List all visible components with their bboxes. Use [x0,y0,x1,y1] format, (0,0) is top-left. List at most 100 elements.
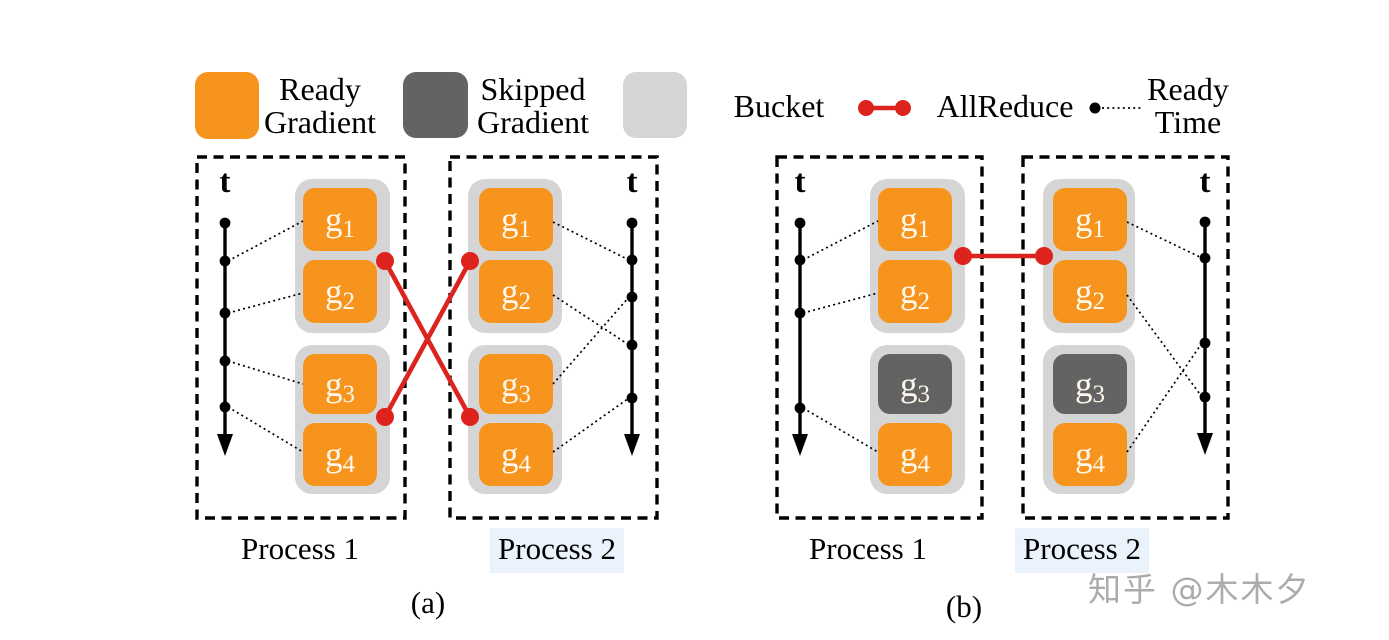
timeline-dot [626,291,638,303]
timeline-dot [219,255,231,267]
gradient-g3-skipped [878,354,952,414]
gradient-label-base: g [501,200,519,239]
process-1-label-panel-b: Process 1 [798,531,938,567]
allreduce-endpoint [376,252,394,270]
ready-time-line-g4 [1126,342,1203,453]
timeline-dot [626,217,638,229]
gradient-g4 [303,423,377,486]
gradient-g3-skipped [1053,354,1127,414]
ready-time-line-g4 [552,397,630,453]
allreduce-endpoint [954,247,972,265]
gradient-label-sub: 1 [342,216,356,243]
process-2-label-panel-b: Process 2 [1012,528,1152,573]
timeline-dot [794,254,806,266]
ready-time-line-g1 [802,220,879,261]
timeline-axis-label: t [794,164,806,200]
timeline-arrowhead [624,434,640,456]
gradient-label-sub: 2 [1092,288,1106,315]
process-label-text: Process 1 [809,531,927,566]
timeline-dot [1199,391,1211,403]
panel-b-process-1 [775,155,984,520]
gradient-label-base: g [501,364,519,404]
gradient-label-base: g [900,272,918,311]
gradient-g4 [1053,423,1127,486]
timeline-axis-label: t [1199,164,1211,200]
panel-b-caption: (b) [945,589,983,624]
legend-glyphs [195,72,1143,139]
ready-time-line-g4 [802,407,879,453]
ready-time-line-g2 [552,294,630,346]
ready-gradient-swatch [195,72,259,139]
gradient-label-sub: 2 [917,288,931,315]
gradient-label-sub: 4 [518,451,532,478]
ready-time-line-g1 [227,220,304,262]
panel-a-caption: (a) [410,585,446,620]
ready-time-line-g2 [1126,294,1203,398]
legend-label-allreduce: AllReduce [936,88,1074,124]
gradient-label-base: g [501,272,519,311]
timeline-arrowhead [792,434,808,456]
gradient-label-base: g [1075,364,1093,404]
timeline-axis-label: t [626,164,638,200]
timeline-dot [794,307,806,319]
timeline-arrowhead [217,434,233,456]
timeline-dot [1199,216,1211,228]
timeline-dot [219,217,231,229]
ready-time-line-g1 [552,221,630,261]
gradient-label-base: g [1075,435,1093,474]
allreduce-endpoint [461,252,479,270]
panel-a-process-1 [195,155,407,520]
gradient-label-sub: 4 [342,451,356,478]
timeline-dot [219,307,231,319]
legend-label-ready-time: Ready Time [1147,71,1229,140]
timeline-dot [219,401,231,413]
process-1-label-panel-a: Process 1 [230,531,370,567]
gradient-g1 [303,188,377,251]
ready-time-line-g1 [1126,221,1203,259]
process-box [775,155,984,520]
ready-time-line-g3 [552,296,630,385]
allreduce-legend-dot [858,100,874,116]
panel-b-allreduce-links [954,247,1053,265]
gradient-g2 [1053,260,1127,323]
panel-a-process-2 [448,155,659,520]
ready-time-line-g3 [227,360,304,385]
watermark: 知乎 @木木夕 [1088,570,1311,609]
gradient-label-base: g [501,435,519,474]
timeline-axis-label: t [219,164,231,200]
timeline-dot [794,217,806,229]
process-label-text: Process 2 [490,528,624,573]
legend-label-ready-gradient: Ready Gradient [264,71,376,140]
gradient-label-base: g [1075,200,1093,239]
process-box [1021,155,1230,520]
process-2-label-panel-a: Process 2 [487,528,627,573]
gradient-label-base: g [1075,272,1093,311]
gradient-g1 [479,188,553,251]
legend-label-bucket: Bucket [733,88,825,124]
gradient-label-sub: 3 [342,380,356,408]
allreduce-legend-dot [895,100,911,116]
gradient-label-base: g [325,435,343,474]
gradient-label-sub: 4 [1092,451,1106,478]
gradient-g4 [878,423,952,486]
ready-time-line-g2 [227,292,304,314]
gradient-label-sub: 1 [1092,216,1106,243]
gradient-g1 [878,188,952,251]
gradient-g3 [479,354,553,414]
gradient-label-base: g [325,272,343,311]
process-box [195,155,407,520]
gradient-label-base: g [900,435,918,474]
